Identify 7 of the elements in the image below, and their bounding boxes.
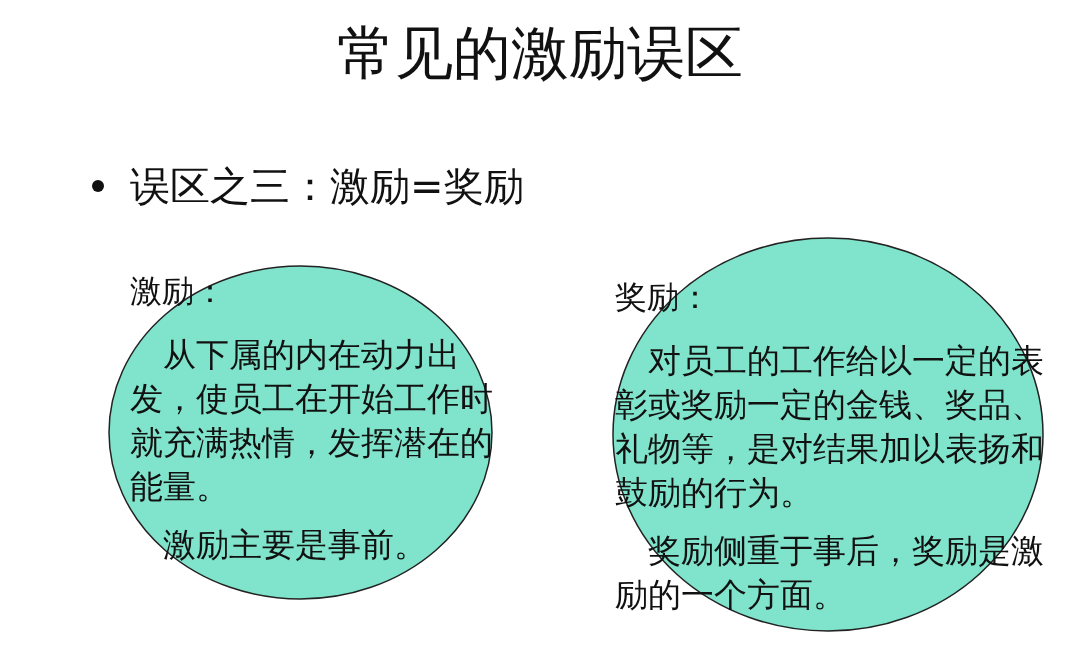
title: 常见的激励误区 (336, 20, 744, 88)
bullet-text: 误区之三：激励=奖励 (130, 162, 524, 211)
node-heading: 奖励： (615, 277, 712, 317)
node-paragraph: 激励主要是事前。 (162, 524, 428, 566)
ellipse-node (108, 265, 493, 600)
node-heading: 激励： (130, 271, 227, 311)
ellipse-node (612, 237, 1044, 632)
